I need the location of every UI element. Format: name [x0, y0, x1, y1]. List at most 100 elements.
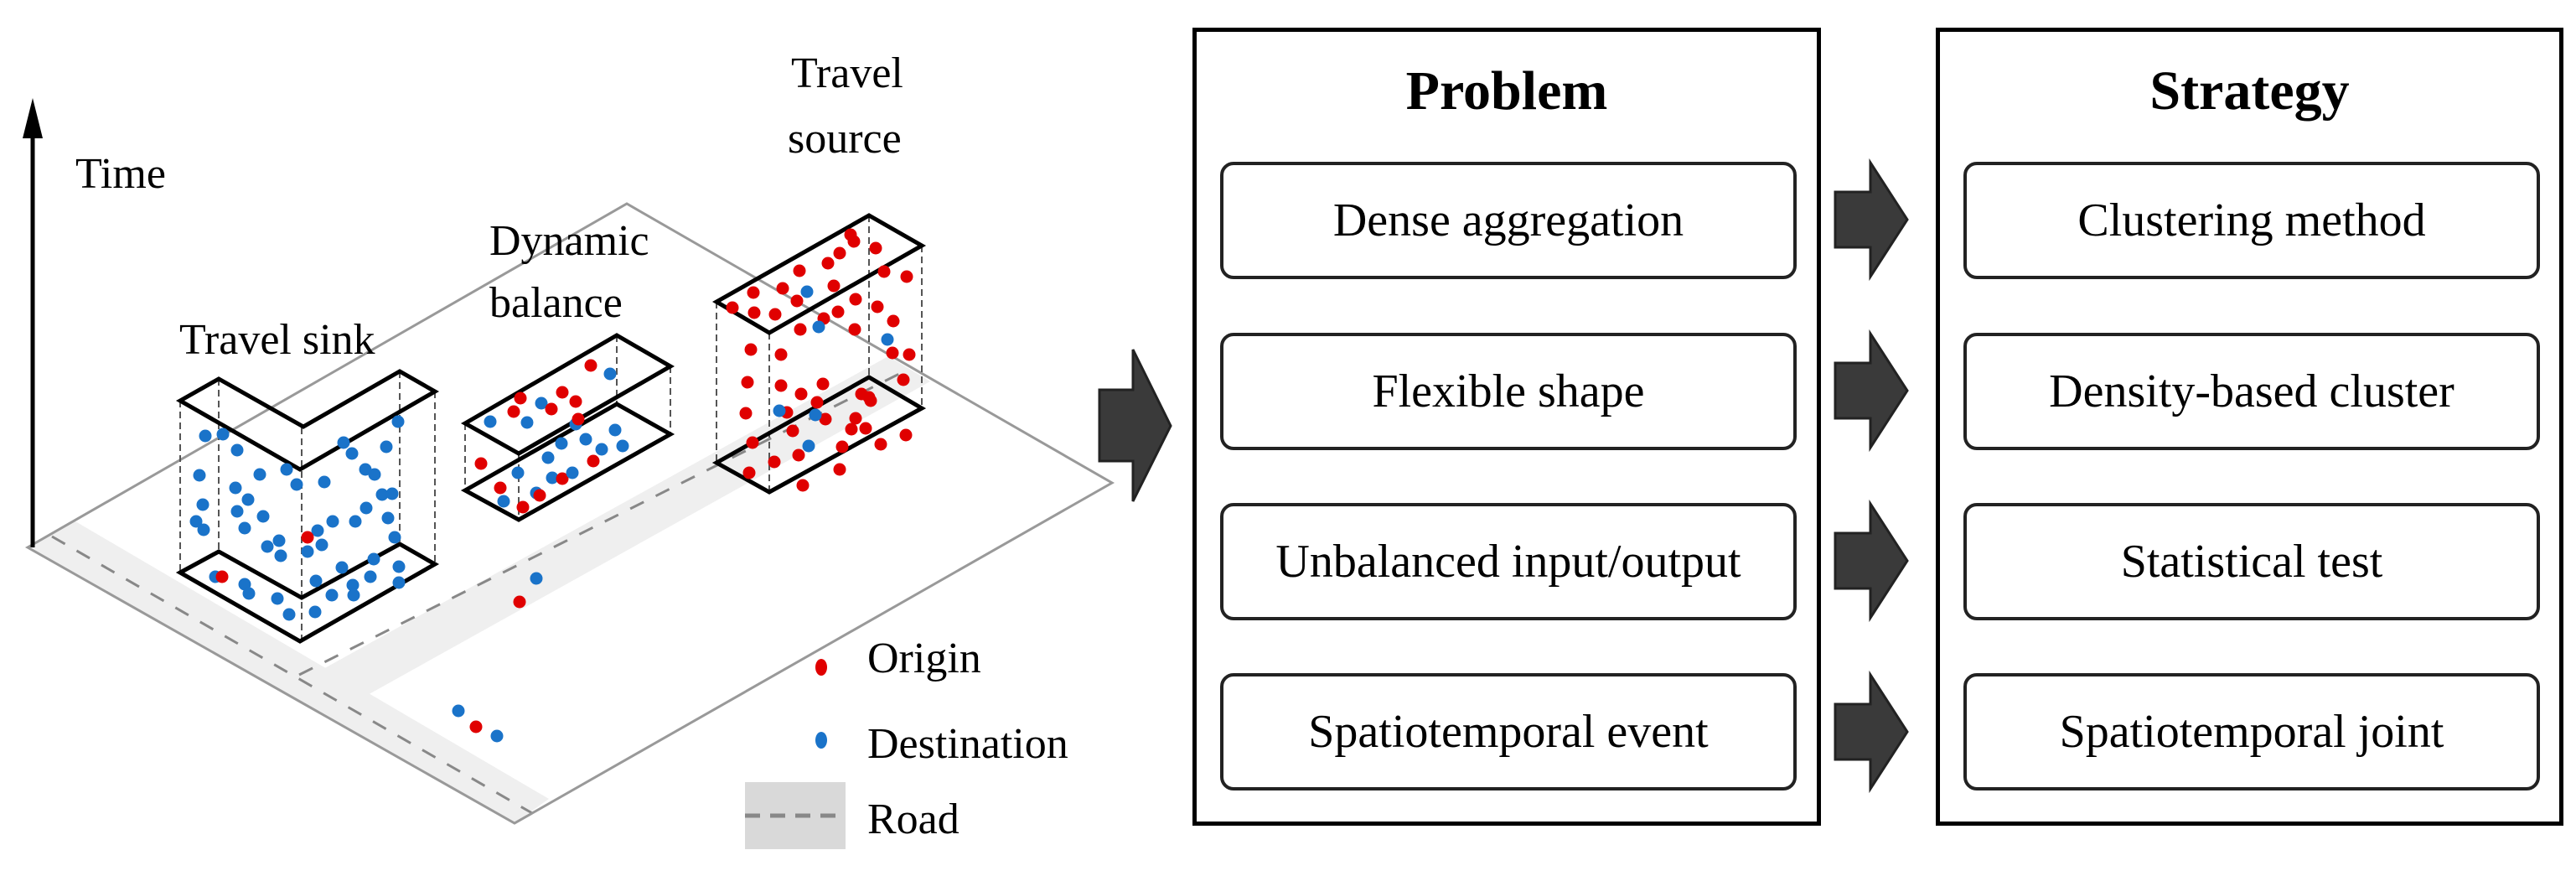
destination-point: [335, 561, 349, 574]
strategy-item-label: Density-based cluster: [2049, 365, 2454, 417]
origin-point: [776, 282, 789, 295]
right-arrow-icon: [1834, 499, 1909, 623]
arrow-up-icon: [23, 98, 43, 138]
destination-point: [511, 466, 525, 479]
origin-point: [831, 305, 845, 319]
destination-point: [381, 511, 395, 525]
problem-title: Problem: [1405, 60, 1608, 122]
origin-point: [827, 279, 841, 293]
destination-point: [280, 463, 293, 476]
origin-point: [816, 377, 830, 391]
destination-point: [555, 437, 568, 450]
destination-point: [385, 487, 399, 500]
od-points: [189, 228, 916, 743]
destination-point: [520, 416, 534, 429]
destination-point: [375, 488, 389, 501]
origin-point: [833, 463, 846, 476]
destination-point: [368, 468, 381, 481]
destination-point: [360, 501, 373, 515]
origin-point: [514, 391, 527, 405]
origin-point: [746, 436, 759, 449]
destination-point: [349, 515, 362, 528]
destination-point: [256, 510, 270, 523]
destination-point: [388, 531, 401, 544]
origin-point: [897, 373, 910, 386]
destination-point: [490, 729, 504, 743]
destination-point: [197, 523, 210, 536]
destination-point: [253, 468, 266, 481]
problem-item-spatiotemporal-event: Spatiotemporal event: [1220, 673, 1797, 790]
origin-point: [513, 595, 526, 609]
big-right-arrow-icon: [1098, 349, 1172, 502]
destination-point: [347, 588, 360, 602]
origin-point: [887, 314, 900, 328]
destination-point: [546, 471, 559, 485]
destination-point: [315, 538, 328, 552]
problem-item-dense-aggregation: Dense aggregation: [1220, 162, 1797, 279]
origin-point: [855, 387, 868, 401]
destination-point: [541, 451, 555, 464]
origin-point: [871, 300, 884, 314]
destination-point: [325, 588, 339, 602]
destination-point: [309, 574, 323, 588]
legend-origin-label: Origin: [867, 635, 981, 682]
destination-point: [800, 285, 814, 298]
origin-point: [849, 293, 862, 306]
origin-point: [796, 479, 810, 492]
destination-point: [364, 570, 377, 583]
destination-point: [497, 495, 510, 508]
destination-point: [308, 605, 322, 619]
destination-point: [196, 498, 209, 511]
strategy-item-label: Spatiotemporal joint: [2059, 706, 2444, 758]
destination-point: [535, 397, 548, 410]
destination-point: [391, 415, 405, 428]
road-network: [28, 356, 930, 823]
origin-point: [545, 402, 558, 416]
destination-point: [484, 415, 497, 428]
destination-point: [812, 320, 825, 334]
origin-point: [794, 387, 808, 401]
destination-point: [579, 433, 592, 446]
origin-point: [864, 394, 877, 407]
destination-point: [326, 515, 339, 528]
destination-point: [616, 439, 629, 453]
destination-point: [282, 608, 296, 621]
problem-item-flexible-shape: Flexible shape: [1220, 333, 1797, 450]
destination-point: [802, 439, 815, 453]
origin-point: [747, 306, 761, 319]
travel-sink-prism: [175, 369, 440, 644]
destination-point: [809, 408, 822, 422]
destination-point: [271, 592, 284, 605]
destination-point: [359, 463, 372, 476]
destination-point: [230, 443, 244, 457]
origin-point: [886, 346, 899, 360]
origin-point: [903, 348, 916, 361]
origin-point: [786, 424, 799, 438]
origin-point: [792, 448, 805, 462]
destination-point: [392, 560, 406, 573]
travel-sink-label: Travel sink: [179, 316, 375, 364]
ground-plane: [24, 202, 1115, 825]
origin-point: [474, 457, 488, 470]
origin-point: [726, 301, 739, 314]
strategy-panel: Strategy Clustering method Density-based…: [1936, 28, 2563, 826]
origin-point: [215, 570, 229, 583]
origin-point: [849, 412, 862, 425]
destination-point: [367, 552, 380, 566]
origin-point: [741, 376, 754, 389]
right-arrow-icon: [1834, 158, 1909, 282]
destination-point: [392, 576, 406, 589]
destination-point: [229, 481, 242, 495]
strategy-item-clustering-method: Clustering method: [1963, 162, 2540, 279]
origin-point: [848, 323, 861, 336]
destination-point: [261, 540, 274, 553]
origin-point: [774, 348, 788, 361]
origin-point: [810, 396, 824, 409]
problem-item-label: Dense aggregation: [1332, 194, 1684, 246]
strategy-item-spatiotemporal-joint: Spatiotemporal joint: [1963, 673, 2540, 790]
destination-point: [199, 429, 212, 443]
origin-point: [869, 241, 882, 255]
road-branch: [297, 356, 930, 708]
destination-point: [603, 367, 617, 381]
right-arrow-icon: [1834, 670, 1909, 794]
